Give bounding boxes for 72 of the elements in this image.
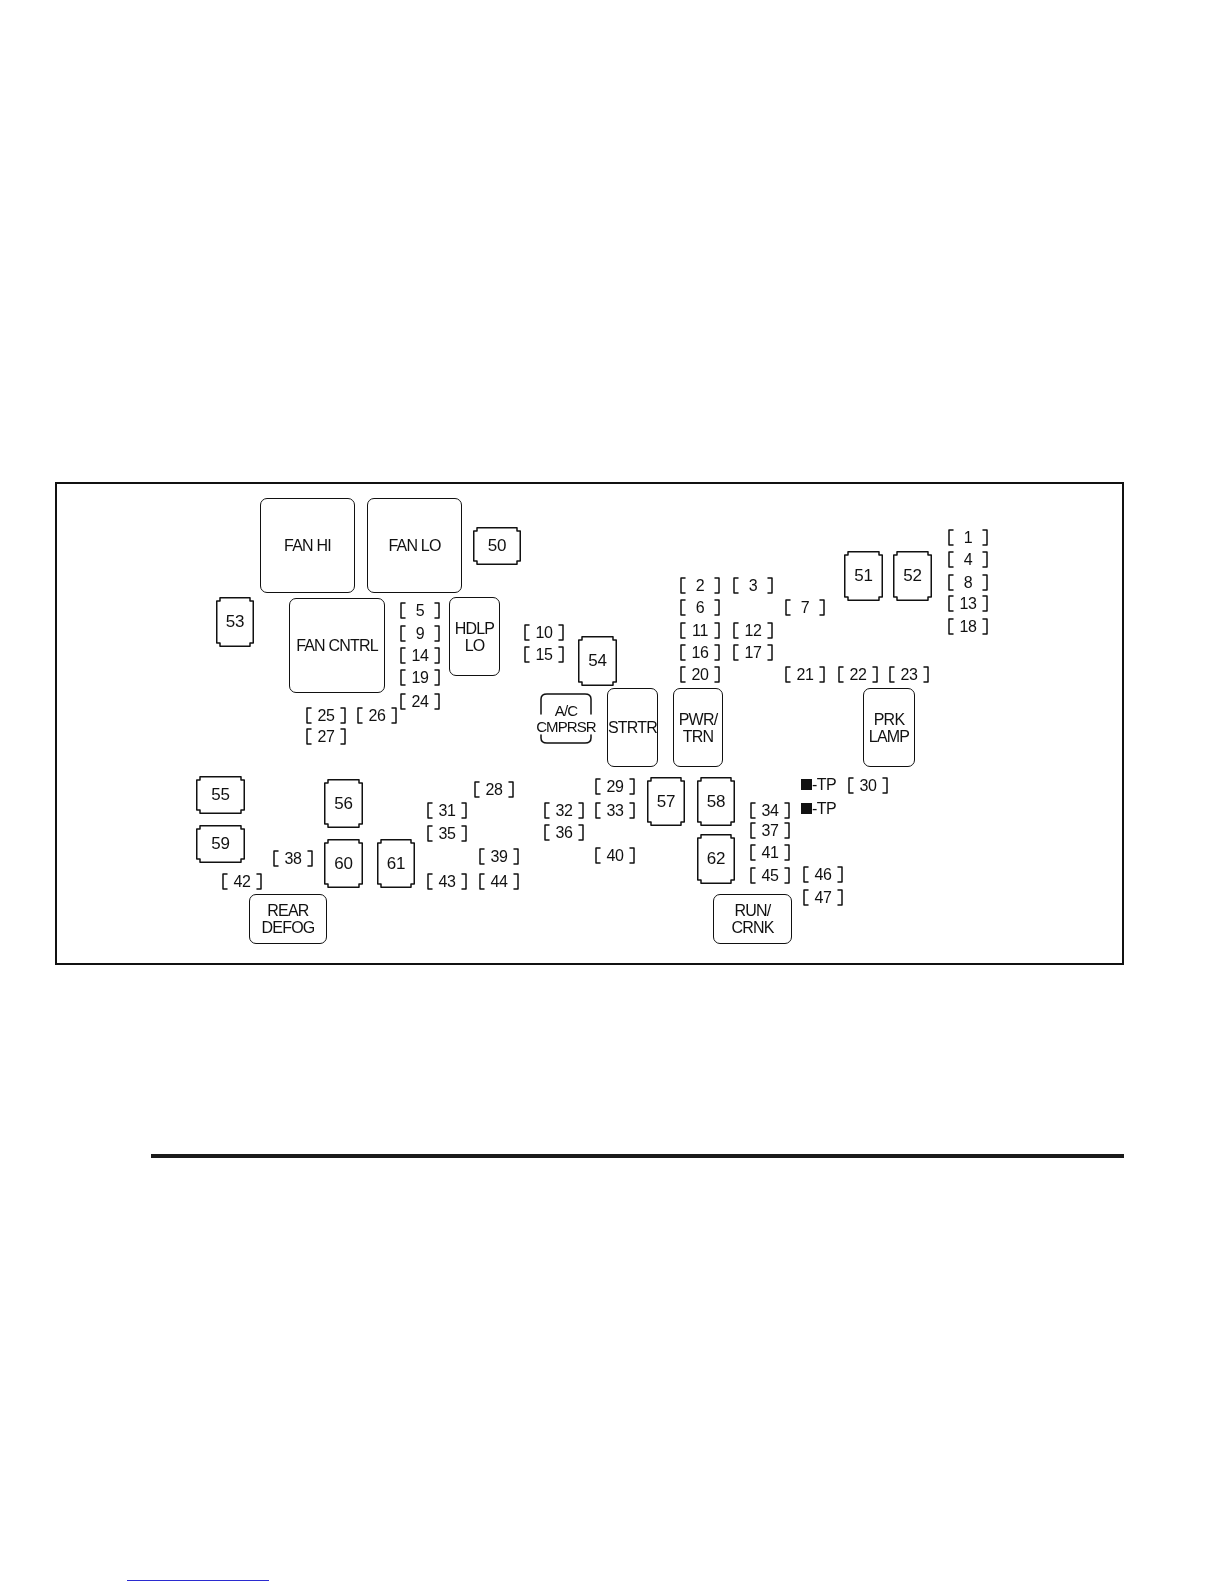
fuse-box: 53	[216, 597, 254, 647]
mini-fuse: 6	[679, 598, 721, 616]
mini-fuse: 20	[679, 665, 721, 683]
mini-fuse: 46	[802, 865, 844, 883]
mini-fuse: 5	[399, 601, 441, 619]
fuse-box: 61	[377, 839, 415, 888]
mini-fuse: 44	[478, 872, 520, 890]
mini-fuse: 2	[679, 576, 721, 594]
fuse-box: 51	[844, 551, 883, 601]
mini-fuse: 26	[356, 706, 398, 724]
relay-box: STRTR	[607, 688, 658, 767]
mini-fuse: 3	[732, 576, 774, 594]
relay-box: RUN/ CRNK	[713, 894, 792, 944]
relay-box: PRK LAMP	[863, 688, 915, 767]
mini-fuse: 17	[732, 643, 774, 661]
fuse-box: 54	[578, 636, 617, 686]
mini-fuse: 37	[749, 821, 791, 839]
mini-fuse: 39	[478, 847, 520, 865]
test-point-label: -TP	[812, 801, 837, 817]
mini-fuse: 47	[802, 888, 844, 906]
relay-box: FAN HI	[260, 498, 355, 593]
mini-fuse: 13	[947, 594, 989, 612]
mini-fuse: 22	[837, 665, 879, 683]
mini-fuse: 7	[784, 598, 826, 616]
mini-fuse: 18	[947, 617, 989, 635]
mini-fuse: 14	[399, 646, 441, 664]
relay-box: REAR DEFOG	[249, 894, 327, 944]
mini-fuse: 38	[272, 849, 314, 867]
mini-fuse: 15	[523, 645, 565, 663]
mini-fuse: 8	[947, 573, 989, 591]
mini-fuse: 29	[594, 777, 636, 795]
mini-fuse: 25	[305, 706, 347, 724]
relay-box: FAN CNTRL	[289, 598, 385, 693]
fuse-box: 50	[473, 527, 521, 565]
mini-fuse: 33	[594, 801, 636, 819]
fuse-box: 59	[196, 825, 245, 863]
mini-fuse: 23	[888, 665, 930, 683]
mini-fuse: 19	[399, 668, 441, 686]
mini-fuse: 16	[679, 643, 721, 661]
relay-box: A/C CMPRSR	[534, 693, 598, 744]
mini-fuse: 10	[523, 623, 565, 641]
relay-box: HDLP LO	[449, 597, 500, 676]
fuse-box: 60	[324, 839, 363, 888]
mini-fuse: 11	[679, 621, 721, 639]
mini-fuse: 30	[847, 776, 889, 794]
mini-fuse: 34	[749, 801, 791, 819]
test-point-label: -TP	[812, 777, 837, 793]
mini-fuse: 45	[749, 866, 791, 884]
mini-fuse: 32	[543, 801, 585, 819]
mini-fuse: 21	[784, 665, 826, 683]
mini-fuse: 41	[749, 843, 791, 861]
fuse-box: 52	[893, 551, 932, 601]
mini-fuse: 27	[305, 727, 347, 745]
fuse-box: 62	[697, 834, 735, 884]
relay-box: FAN LO	[367, 498, 462, 593]
fuse-box: 55	[196, 776, 245, 814]
mini-fuse: 24	[399, 692, 441, 710]
mini-fuse: 43	[426, 872, 468, 890]
mini-fuse: 36	[543, 823, 585, 841]
mini-fuse: 12	[732, 621, 774, 639]
fuse-box: 58	[697, 777, 735, 826]
mini-fuse: 40	[594, 846, 636, 864]
mini-fuse: 31	[426, 801, 468, 819]
mini-fuse: 42	[221, 872, 263, 890]
mini-fuse: 28	[473, 780, 515, 798]
fuse-box: 56	[324, 779, 363, 828]
mini-fuse: 1	[947, 528, 989, 546]
mini-fuse: 9	[399, 624, 441, 642]
fuse-box: 57	[647, 777, 685, 826]
relay-box: PWR/ TRN	[673, 688, 723, 767]
mini-fuse: 35	[426, 824, 468, 842]
mini-fuse: 4	[947, 550, 989, 568]
